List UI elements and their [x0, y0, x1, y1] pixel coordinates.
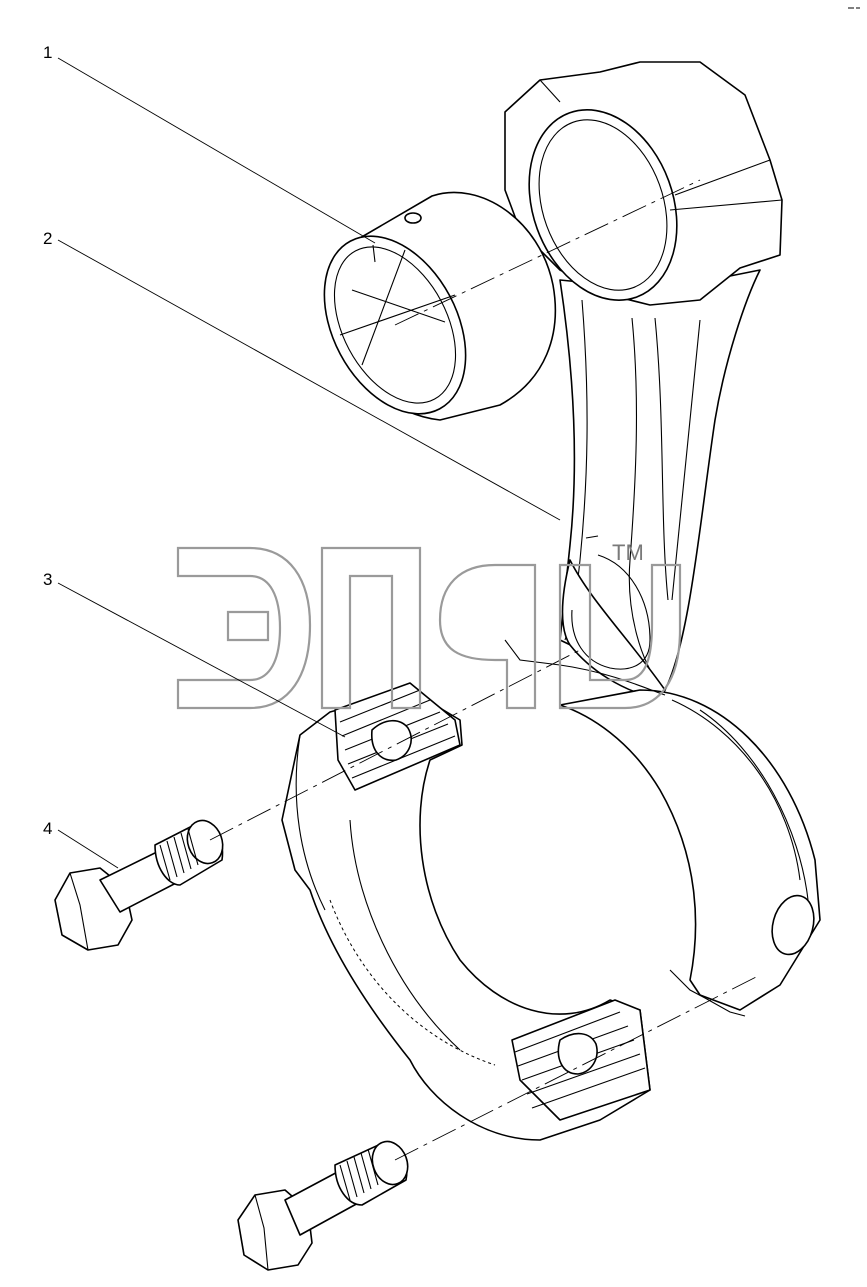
- callout-4: 4: [43, 819, 52, 838]
- connecting-rod-bolt-lower: [237, 1140, 409, 1271]
- callout-1: 1: [43, 43, 52, 62]
- connecting-rod: [504, 61, 821, 1017]
- watermark-tm: TM: [612, 540, 644, 565]
- connecting-rod-bolt-upper: [54, 819, 224, 951]
- centerline-small-end: [394, 179, 701, 326]
- leader-4: [57, 829, 119, 869]
- small-end-bushing: [323, 191, 557, 421]
- callout-3: 3: [43, 570, 52, 589]
- centerline-lower-bolt: [394, 974, 761, 1161]
- watermark-logo: TM: [176, 540, 682, 710]
- leader-2: [57, 239, 561, 521]
- rod-detail-line: [585, 535, 599, 539]
- callout-2: 2: [43, 229, 52, 248]
- leader-1: [57, 57, 376, 244]
- centerline-upper-bolt: [209, 649, 581, 841]
- bearing-cap: [281, 682, 651, 1141]
- leader-3: [57, 582, 346, 738]
